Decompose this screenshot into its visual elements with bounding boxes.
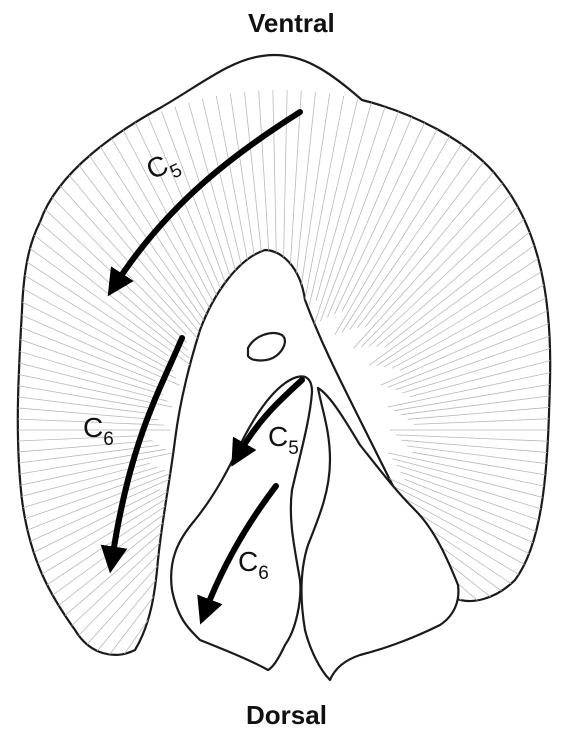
inner-left-column-outline: [171, 376, 312, 670]
central-canal: [248, 333, 285, 360]
